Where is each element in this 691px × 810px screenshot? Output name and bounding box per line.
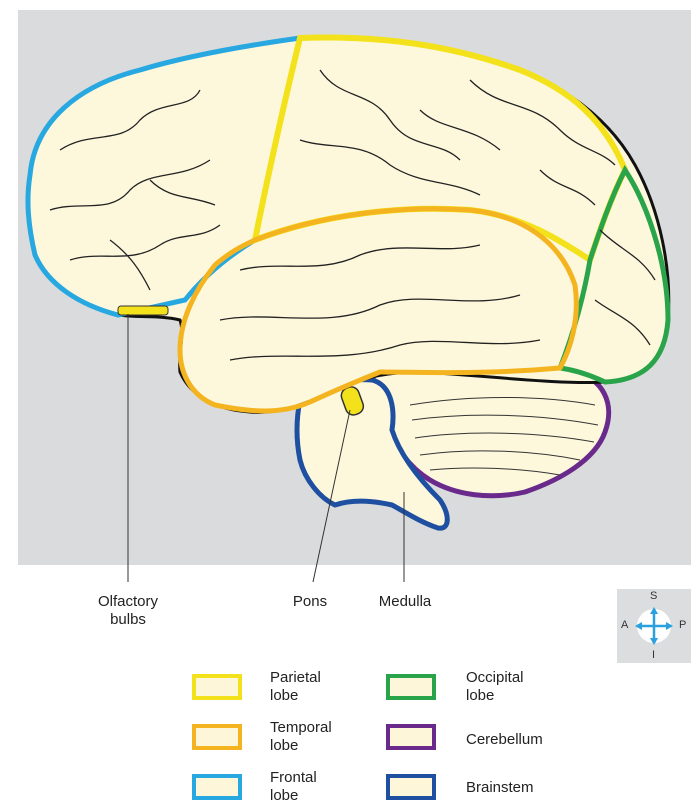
legend-parietal-line1: Parietal: [270, 669, 390, 687]
legend-label-parietal: Parietal lobe: [270, 669, 390, 705]
legend-label-occipital: Occipital lobe: [466, 669, 586, 705]
compass-superior: S: [650, 590, 657, 602]
legend-swatch-occipital: [386, 674, 436, 700]
legend-occipital-line1: Occipital: [466, 669, 586, 687]
legend-swatch-parietal: [192, 674, 242, 700]
legend-occipital-line2: lobe: [466, 687, 586, 705]
legend-frontal-line2: lobe: [270, 787, 390, 805]
olfactory-bulb-marker: [118, 306, 168, 315]
pons-label: Pons: [280, 593, 340, 611]
legend-temporal-line2: lobe: [270, 737, 390, 755]
compass-posterior: P: [679, 619, 686, 631]
olfactory-bulbs-label: Olfactory bulbs: [78, 593, 178, 629]
legend-parietal-line2: lobe: [270, 687, 390, 705]
legend-label-cerebellum: Cerebellum: [466, 731, 586, 749]
legend-frontal-line1: Frontal: [270, 769, 390, 787]
orientation-compass: S I A P: [617, 589, 691, 663]
legend-temporal-line1: Temporal: [270, 719, 390, 737]
legend-swatch-cerebellum: [386, 724, 436, 750]
compass-inferior: I: [652, 649, 655, 661]
legend-swatch-brainstem: [386, 774, 436, 800]
compass-anterior: A: [621, 619, 628, 631]
legend-swatch-frontal: [192, 774, 242, 800]
olfactory-label-line2: bulbs: [78, 611, 178, 629]
legend-label-frontal: Frontal lobe: [270, 769, 390, 805]
legend-label-temporal: Temporal lobe: [270, 719, 390, 755]
medulla-label: Medulla: [365, 593, 445, 611]
legend-swatch-temporal: [192, 724, 242, 750]
legend-label-brainstem: Brainstem: [466, 779, 586, 797]
olfactory-label-line1: Olfactory: [78, 593, 178, 611]
